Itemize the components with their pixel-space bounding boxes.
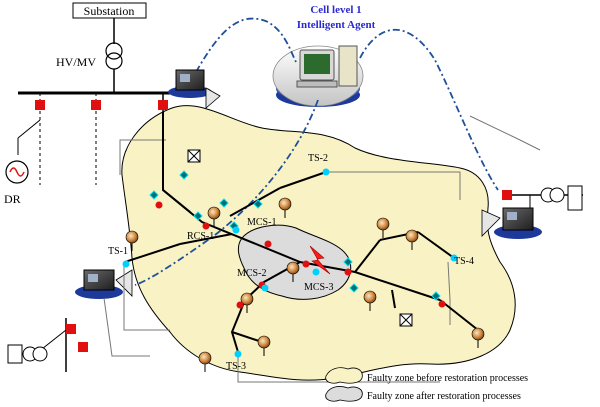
field-device-icon: [494, 207, 542, 239]
communication-links: [134, 17, 499, 286]
label-ts1: TS-1: [108, 246, 128, 257]
label-mcs2: MCS-2: [237, 268, 266, 279]
label-rcs1: RCS-1: [187, 231, 214, 242]
label-ts4: TS-4: [454, 256, 474, 267]
label-mcs3: MCS-3: [304, 282, 333, 293]
intelligent-agent-computer-icon: [272, 45, 364, 107]
sensor-marker-icon: [149, 170, 441, 301]
breaker-icon: [502, 190, 512, 200]
label-mcs1: MCS-1: [247, 217, 276, 228]
label-ts2: TS-2: [308, 153, 328, 164]
label-ts3: TS-3: [226, 361, 246, 372]
field-device-icon: [168, 69, 212, 98]
legend-swatch-after: [325, 386, 363, 402]
dr-generator-icon: [5, 160, 29, 184]
legend: Faulty zone before restoration processes…: [325, 367, 528, 402]
switch-dot-icon: [122, 168, 458, 358]
hvmv-label: HV/MV: [56, 55, 96, 69]
external-grid-box: [567, 185, 583, 211]
load-transformer-icon: [125, 197, 485, 372]
fault-lightning-icon: [309, 245, 331, 275]
breaker-icon: [35, 100, 45, 110]
breaker-icon: [66, 324, 76, 334]
hvmv-transformer-icon: [105, 42, 123, 70]
legend-swatch-before: [325, 367, 363, 384]
legend-after-label: Faulty zone after restoration processes: [367, 391, 521, 402]
agent-label-line1: Cell level 1: [310, 4, 361, 16]
breaker-icon: [78, 342, 88, 352]
agent-label-line2: Intelligent Agent: [297, 19, 376, 31]
transformer-icon: [22, 346, 48, 362]
external-grid-box: [7, 344, 23, 364]
field-device-icon: [75, 269, 123, 299]
legend-before-label: Faulty zone before restoration processes: [367, 373, 528, 384]
breaker-icon: [158, 100, 168, 110]
breaker-icon: [91, 100, 101, 110]
dr-label: DR: [4, 192, 21, 206]
tie-lines: [103, 115, 541, 383]
sectionalizer-switch-icon: [187, 149, 413, 327]
substation-label: Substation: [84, 4, 135, 18]
transformer-icon: [540, 187, 565, 203]
substation-box: [72, 2, 147, 19]
